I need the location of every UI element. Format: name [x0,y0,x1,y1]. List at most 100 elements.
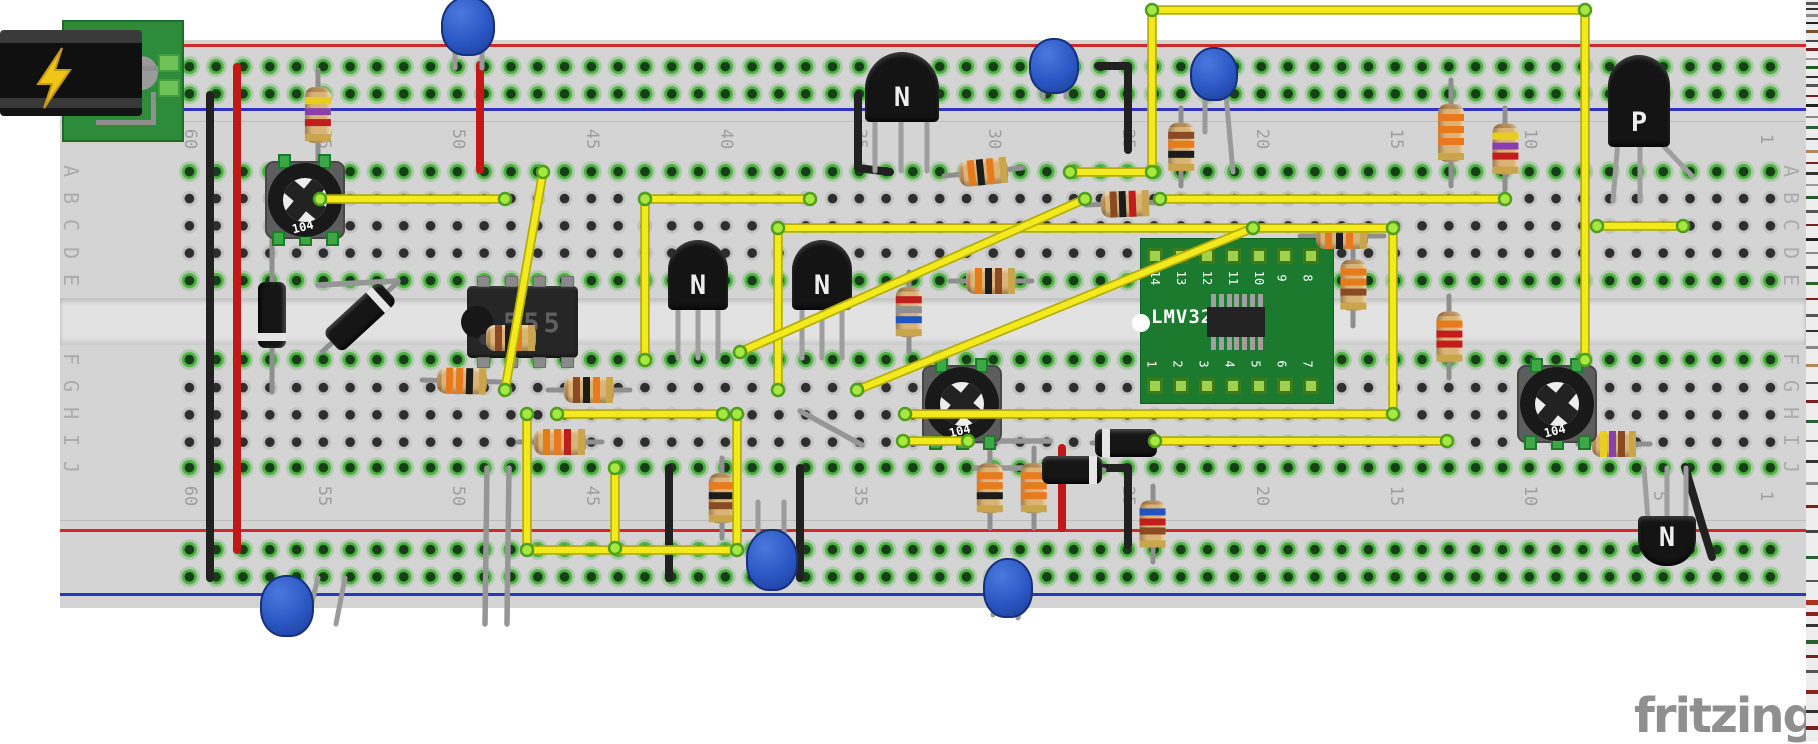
resistor[interactable] [1438,104,1464,162]
resistor-band-gold [708,514,735,522]
sliver-stripe [1806,30,1818,33]
npn-transistor[interactable]: N [792,240,852,310]
sliver-stripe [1806,482,1818,485]
resistor[interactable] [1491,123,1518,175]
resistor-band-gray [895,306,922,314]
resistor-band-gold [528,325,536,351]
sliver-stripe [1806,58,1818,60]
ceramic-capacitor[interactable] [1029,38,1079,94]
trimpot-pin [1578,435,1591,450]
resistor[interactable] [563,377,615,403]
resistor-band-black [504,325,512,351]
dip-leg [477,276,490,287]
resistor-band-violet [1608,431,1616,457]
ceramic-capacitor[interactable] [983,558,1033,618]
resistor[interactable] [1339,259,1366,311]
resistor-band-violet [304,108,331,116]
npn-transistor[interactable]: N [668,240,728,310]
soic-leg [1242,294,1248,307]
resistor[interactable] [1591,431,1637,457]
soic-leg [1234,337,1240,350]
resistor-band-gold [1359,223,1367,249]
ceramic-capacitor[interactable] [1190,47,1238,101]
sliver-stripe [1806,670,1818,673]
soic-leg [1257,337,1263,350]
resistor[interactable] [436,367,488,395]
resistor[interactable] [485,325,537,351]
resistor[interactable] [1435,311,1462,363]
sliver-stripe [1806,224,1818,226]
resistor[interactable] [965,268,1017,294]
sliver-stripe [1806,440,1818,442]
power-bolt-icon [36,47,72,109]
resistor-band-orange [1339,278,1366,286]
pin-label-2: 2 [1170,360,1185,368]
resistor[interactable] [895,287,922,337]
bottom-rail-holes[interactable] [176,536,1784,591]
resistor[interactable] [533,429,587,455]
sliver-stripe [1806,66,1818,69]
resistor-band-brown [1339,289,1366,297]
resistor-band-blue [895,315,922,323]
resistor-band-gold [1629,431,1637,457]
resistor-band-gold [1167,163,1194,171]
resistor-band-orange [455,367,464,395]
jack-trace [151,92,156,125]
diode[interactable] [258,282,286,348]
soic-leg [1242,337,1248,350]
resistor[interactable] [708,473,735,523]
sliver-stripe [1806,314,1818,317]
bottom-positive-rail-line [60,529,1806,532]
resistor[interactable] [976,463,1003,513]
jack-pad-positive [158,54,180,72]
diode[interactable] [1042,456,1102,484]
dip-leg [533,357,546,368]
pnp-transistor[interactable]: P [1608,55,1670,147]
pin-label-11: 11 [1226,270,1241,286]
pin1-dot [479,334,490,345]
trimpot-screw [283,178,327,222]
resistor[interactable] [1139,500,1166,548]
resistor-band-brown [995,268,1003,294]
resistor-band-orange [1435,320,1462,328]
pin-label-13: 13 [1174,270,1189,286]
dc-power-jack[interactable] [0,0,200,160]
resistor-band-red [564,429,572,455]
resistor-band-gold [478,368,487,395]
dip-leg [533,276,546,287]
sliver-stripe [1806,400,1818,403]
resistor-band-blue [1139,508,1166,516]
resistor[interactable] [957,156,1009,188]
breakout-pad [1251,248,1267,264]
dip-leg [561,357,574,368]
pin-label-9: 9 [1274,274,1289,282]
ceramic-capacitor[interactable] [441,0,495,56]
pin-label-3: 3 [1196,360,1211,368]
resistor-band-brown [1139,527,1166,535]
diode[interactable] [322,280,398,354]
ceramic-capacitor[interactable] [746,529,798,591]
diode[interactable] [1095,429,1157,457]
sliver-stripe [1806,150,1818,153]
resistor-band-brown [1617,431,1625,457]
npn-transistor[interactable]: N [865,52,939,122]
resistor-band-orange [974,268,982,294]
breakout-pad [1225,378,1241,394]
ceramic-capacitor[interactable] [260,575,314,637]
resistor[interactable] [1315,223,1369,249]
resistor[interactable] [1100,189,1150,218]
diode-cathode-stripe [1102,429,1111,457]
sliver-stripe [1806,22,1818,24]
dip-leg [505,276,518,287]
npn-transistor[interactable]: N [1638,516,1696,566]
resistor[interactable] [1167,122,1194,172]
pin-label-6: 6 [1274,360,1289,368]
pin-label-7: 7 [1300,360,1315,368]
resistor-band-orange [543,429,551,455]
sliver-stripe [1806,126,1818,129]
resistor-band-brown [1109,190,1118,218]
resistor[interactable] [304,87,331,143]
trimpot-pin [929,435,942,450]
transistor-label: P [1630,107,1648,138]
